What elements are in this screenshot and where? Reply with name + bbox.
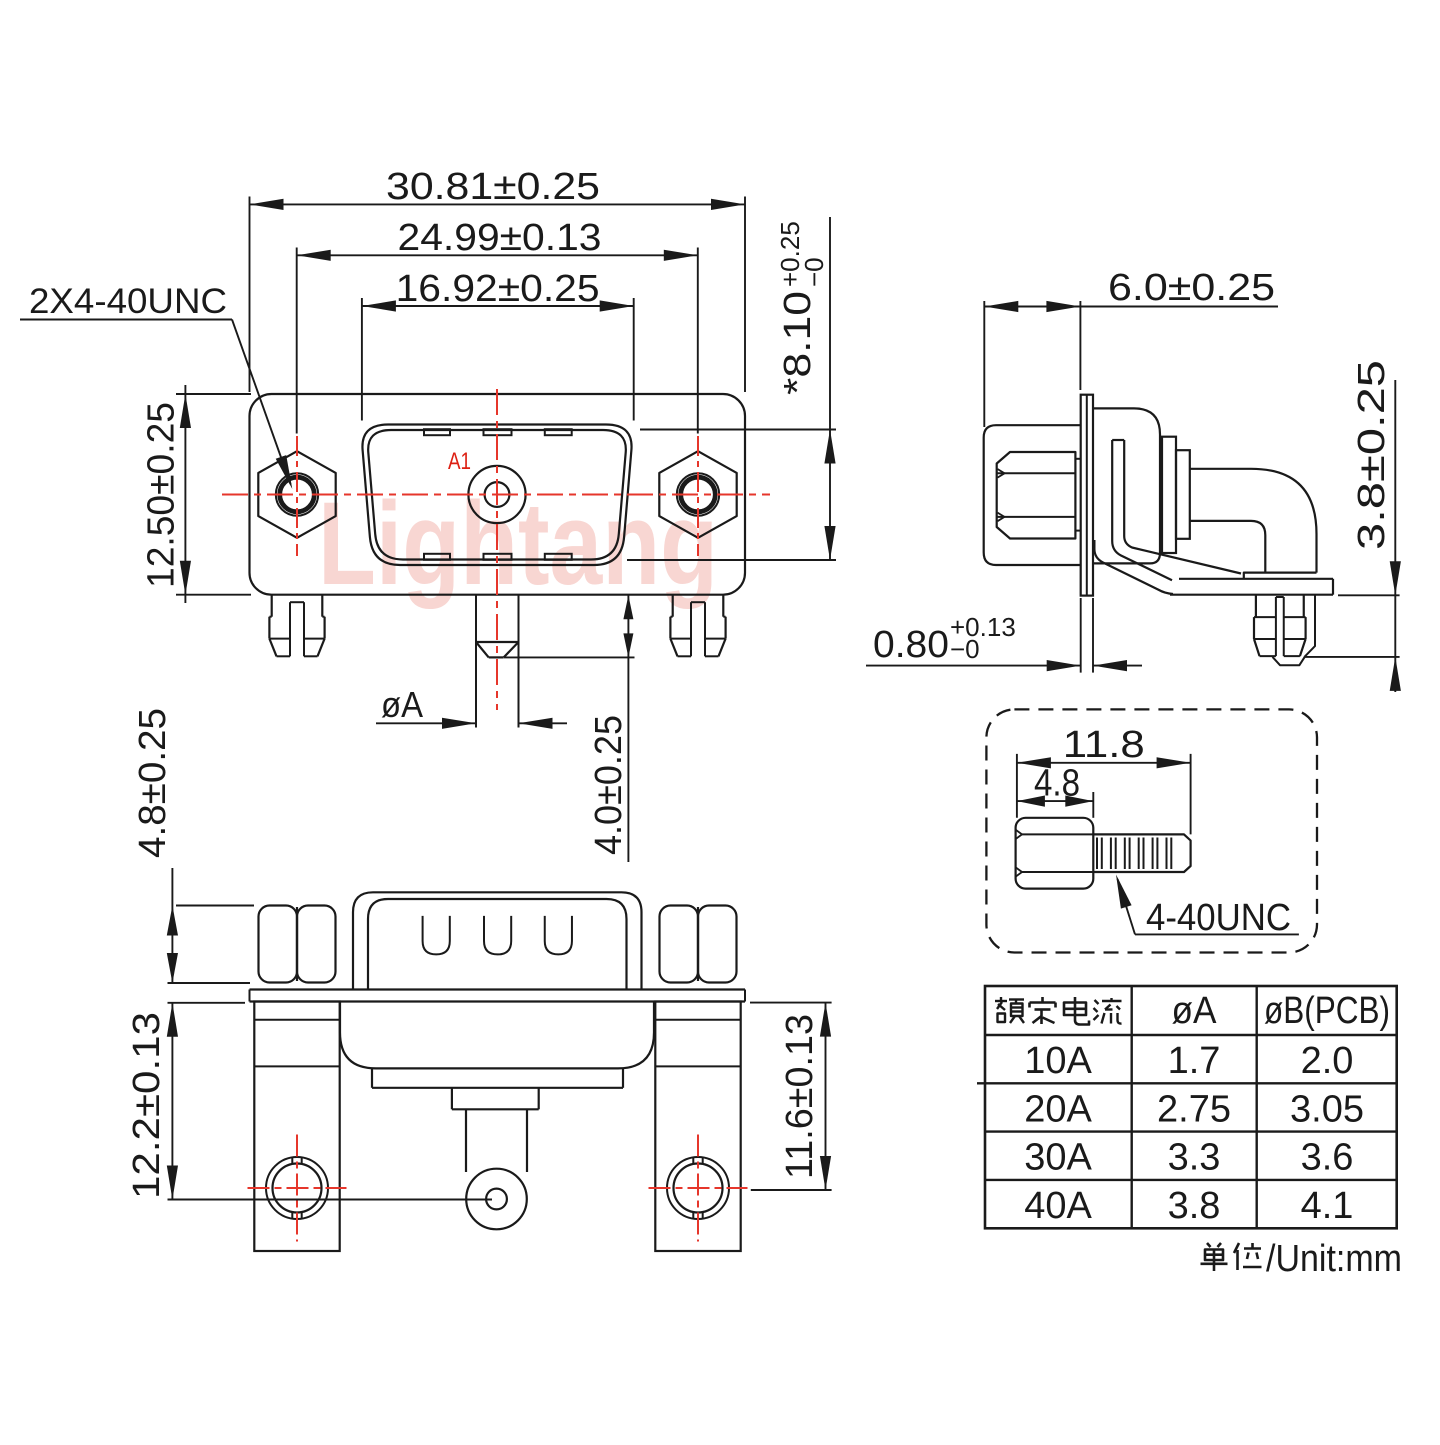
svg-text:3.8±0.25: 3.8±0.25 xyxy=(1351,360,1393,550)
svg-text:3.05: 3.05 xyxy=(1290,1088,1364,1130)
svg-text:30.81±0.25: 30.81±0.25 xyxy=(386,166,600,208)
svg-text:11.6±0.13: 11.6±0.13 xyxy=(779,1014,821,1179)
svg-text:24.99±0.13: 24.99±0.13 xyxy=(398,217,602,259)
svg-text:4.8: 4.8 xyxy=(1034,763,1080,805)
svg-text:4.1: 4.1 xyxy=(1301,1185,1354,1227)
svg-text:+0.25: +0.25 xyxy=(775,221,805,287)
svg-text:16.92±0.25: 16.92±0.25 xyxy=(396,268,600,310)
svg-text:2X4-40UNC: 2X4-40UNC xyxy=(29,282,227,321)
svg-text:Lightang: Lightang xyxy=(318,478,718,610)
svg-text:10A: 10A xyxy=(1024,1040,1092,1082)
svg-text:/Unit:mm: /Unit:mm xyxy=(1266,1238,1402,1280)
svg-text:20A: 20A xyxy=(1024,1088,1092,1130)
svg-text:−0: −0 xyxy=(950,634,980,664)
svg-text:3.8: 3.8 xyxy=(1168,1185,1221,1227)
svg-text:4.0±0.25: 4.0±0.25 xyxy=(588,715,630,855)
svg-text:3.3: 3.3 xyxy=(1168,1137,1221,1179)
svg-text:øA: øA xyxy=(1172,990,1218,1032)
svg-text:øB(PCB): øB(PCB) xyxy=(1264,990,1390,1032)
svg-text:*8.10: *8.10 xyxy=(777,291,819,395)
svg-text:0.80: 0.80 xyxy=(873,624,949,666)
svg-text:−0: −0 xyxy=(799,257,829,287)
svg-text:12.50±0.25: 12.50±0.25 xyxy=(141,402,183,588)
svg-text:12.2±0.13: 12.2±0.13 xyxy=(126,1012,168,1199)
svg-text:1.7: 1.7 xyxy=(1168,1040,1221,1082)
svg-text:2.0: 2.0 xyxy=(1301,1040,1354,1082)
svg-text:4.8±0.25: 4.8±0.25 xyxy=(132,708,174,858)
svg-text:2.75: 2.75 xyxy=(1157,1088,1231,1130)
svg-text:40A: 40A xyxy=(1024,1185,1092,1227)
svg-text:30A: 30A xyxy=(1024,1137,1092,1179)
svg-text:11.8: 11.8 xyxy=(1063,724,1145,766)
svg-text:øA: øA xyxy=(381,684,423,725)
svg-text:+0.13: +0.13 xyxy=(950,612,1016,642)
svg-text:3.6: 3.6 xyxy=(1301,1137,1354,1179)
svg-text:A1: A1 xyxy=(448,448,471,475)
svg-text:6.0±0.25: 6.0±0.25 xyxy=(1108,267,1275,309)
svg-text:4-40UNC: 4-40UNC xyxy=(1146,897,1291,939)
